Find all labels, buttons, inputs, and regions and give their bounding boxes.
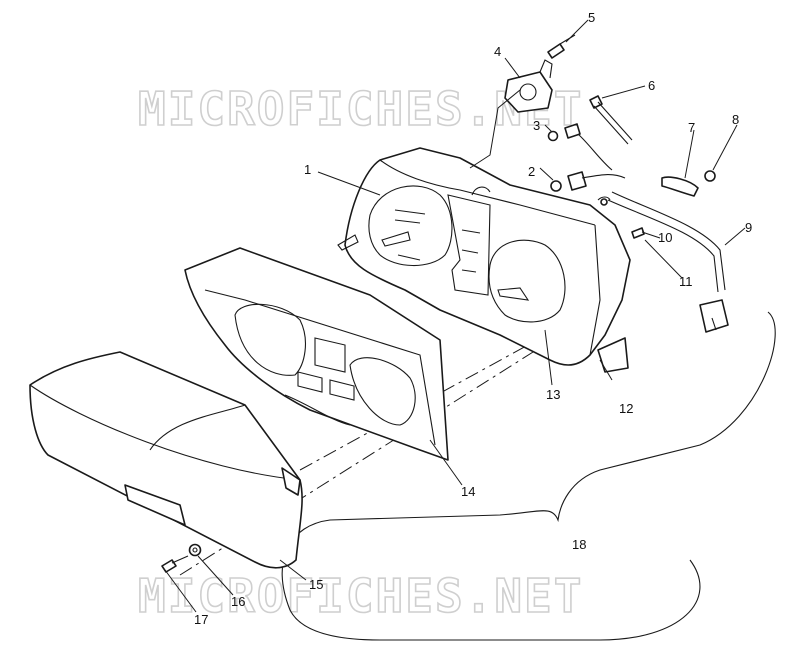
watermark-bottom: MICROFICHES.NET: [138, 569, 583, 623]
callout-4: 4: [494, 44, 501, 59]
alignment-axis-2: [299, 299, 611, 471]
screw-part-8: [704, 170, 716, 182]
callout-17: 17: [194, 612, 208, 627]
screw-part-17: [161, 555, 189, 573]
cable-part-6: [589, 95, 633, 145]
callout-8: 8: [732, 112, 739, 127]
callout-2: 2: [528, 164, 535, 179]
callout-14: 14: [461, 484, 475, 499]
washer-part-16: [188, 543, 202, 557]
screw-part-5: [547, 34, 576, 59]
callout-5: 5: [588, 10, 595, 25]
leader-lines: [164, 19, 746, 613]
callout-18: 18: [572, 537, 586, 552]
callout-12: 12: [619, 401, 633, 416]
gauge-housing-part: [337, 147, 631, 373]
bulb-part-3: [547, 123, 581, 142]
bulb-socket-part-2: [550, 133, 626, 206]
callout-15: 15: [309, 577, 323, 592]
mount-bracket-part: [504, 59, 553, 113]
callout-3: 3: [533, 118, 540, 133]
callout-9: 9: [745, 220, 752, 235]
callout-6: 6: [648, 78, 655, 93]
callout-1: 1: [304, 162, 311, 177]
lower-cover-part: [29, 351, 303, 569]
callout-10: 10: [658, 230, 672, 245]
screw-part-10: [631, 227, 645, 239]
front-bezel-part: [184, 247, 449, 461]
callout-7: 7: [688, 120, 695, 135]
callout-11: 11: [679, 274, 693, 289]
wire-harness-part-9: [607, 191, 729, 333]
clamp-part-7: [661, 176, 699, 197]
callout-13: 13: [546, 387, 560, 402]
callout-16: 16: [231, 594, 245, 609]
assembly-bracket: [281, 311, 776, 641]
